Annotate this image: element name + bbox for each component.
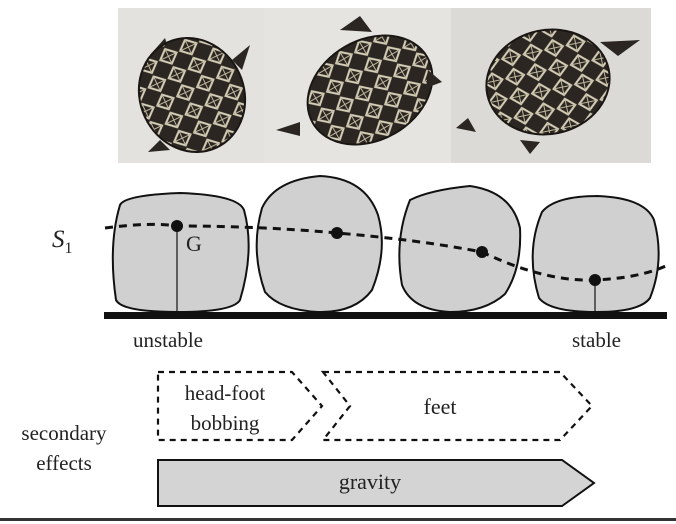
headfoot-arrow: [156, 370, 324, 442]
stable-label: stable: [572, 328, 621, 352]
curve-label-letter: S: [52, 226, 65, 253]
bottom-rule: [0, 518, 676, 521]
centroid-point-3: [476, 246, 488, 258]
headfoot-label: head-foot bobbing: [160, 378, 290, 438]
secondary-effects-line1: secondary: [21, 421, 107, 445]
unstable-label: unstable: [133, 328, 203, 352]
photo-panel-1: [118, 8, 264, 163]
photo-panel-2: [264, 8, 451, 163]
shell-section-2: [255, 174, 383, 314]
curve-label-subscript: 1: [64, 240, 73, 257]
centroid-point-1: [171, 220, 183, 232]
curve-label-s1: S1: [52, 226, 73, 258]
secondary-effects-line2: effects: [36, 451, 92, 475]
gravity-label: gravity: [338, 469, 402, 494]
shell-section-1: [111, 191, 250, 314]
centroid-point-2: [331, 227, 343, 239]
centroid-point-4: [589, 274, 601, 286]
tortoise-upright-photo: [456, 28, 640, 154]
tortoise-on-back-photo: [137, 37, 250, 153]
feet-label: feet: [423, 394, 457, 419]
tortoise-righting-photo: [276, 16, 442, 146]
gravity-arrow: [157, 459, 596, 507]
feet-arrow: [320, 370, 594, 442]
shell-section-4: [531, 194, 660, 314]
secondary-effects-label: secondary effects: [8, 418, 120, 478]
headfoot-line1: head-foot: [184, 381, 266, 405]
ground-line: [104, 312, 667, 319]
centroid-label: G: [186, 231, 202, 256]
photo-panel-3: [451, 8, 651, 163]
headfoot-line2: bobbing: [190, 411, 260, 435]
